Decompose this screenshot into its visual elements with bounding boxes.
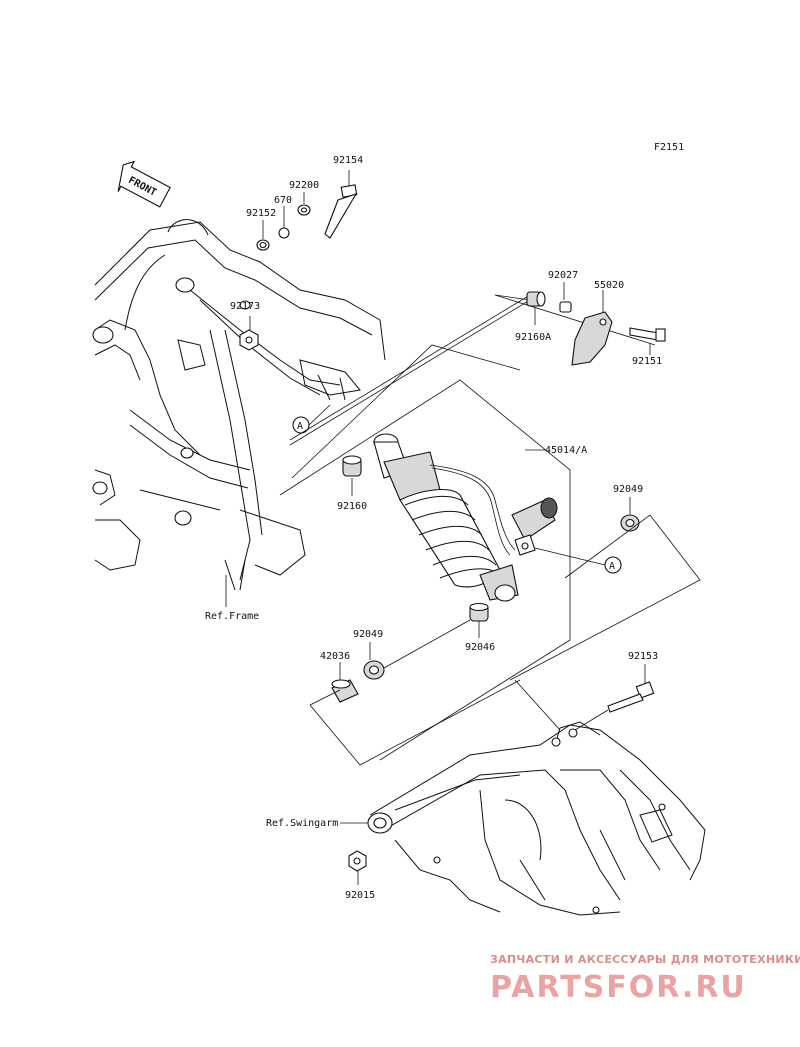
part-92049-lower: 92049 <box>353 629 383 640</box>
bearing-92046 <box>469 602 489 638</box>
part-55020: 55020 <box>594 280 624 291</box>
marker-a-frame: A <box>292 404 331 434</box>
bushing-92160 <box>342 455 362 496</box>
shock-absorber <box>373 433 558 602</box>
part-92151: 92151 <box>632 356 662 367</box>
part-92153: 92153 <box>628 651 658 662</box>
collar-92152 <box>256 220 270 251</box>
part-92046: 92046 <box>465 642 495 653</box>
part-92160: 92160 <box>337 501 367 512</box>
bolt-92154 <box>324 170 358 239</box>
part-92160A: 92160A <box>515 332 551 343</box>
bolt-92153 <box>574 664 655 731</box>
ref-swingarm-label: Ref.Swingarm <box>266 818 338 829</box>
part-92200: 92200 <box>289 180 319 191</box>
part-92154: 92154 <box>333 155 363 166</box>
swingarm-assembly <box>367 679 706 916</box>
marker-a-shock: A <box>534 547 622 574</box>
part-670: 670 <box>274 195 292 206</box>
part-92173: 92173 <box>230 301 260 312</box>
seal-92049-lower <box>363 619 471 680</box>
part-92152: 92152 <box>246 208 276 219</box>
part-92049-upper: 92049 <box>613 484 643 495</box>
part-92015: 92015 <box>345 890 375 901</box>
oring-670 <box>278 206 290 239</box>
marker-a-frame-label: A <box>297 421 303 432</box>
shock-group-outline <box>279 344 571 761</box>
watermark-brand: PARTSFOR.RU <box>490 970 747 1005</box>
part-92027: 92027 <box>548 270 578 281</box>
collar-42036 <box>309 662 521 766</box>
nut-92173 <box>239 316 259 351</box>
marker-a-shock-label: A <box>609 561 615 572</box>
ref-frame-label: Ref.Frame <box>205 611 259 622</box>
washer-92200 <box>297 192 311 216</box>
seal-92049-upper <box>509 497 701 681</box>
part-45014: 45014/A <box>545 445 587 456</box>
part-42036: 42036 <box>320 651 350 662</box>
watermark-tagline: ЗАПЧАСТИ И АКСЕССУАРЫ ДЛЯ МОТОТЕХНИКИ <box>490 953 800 966</box>
diagram-code: F2151 <box>654 142 684 153</box>
reservoir-bracket-group <box>289 282 666 446</box>
nut-92015 <box>348 850 367 885</box>
frame-assembly <box>92 219 386 591</box>
front-arrow-icon: FRONT <box>117 160 171 208</box>
